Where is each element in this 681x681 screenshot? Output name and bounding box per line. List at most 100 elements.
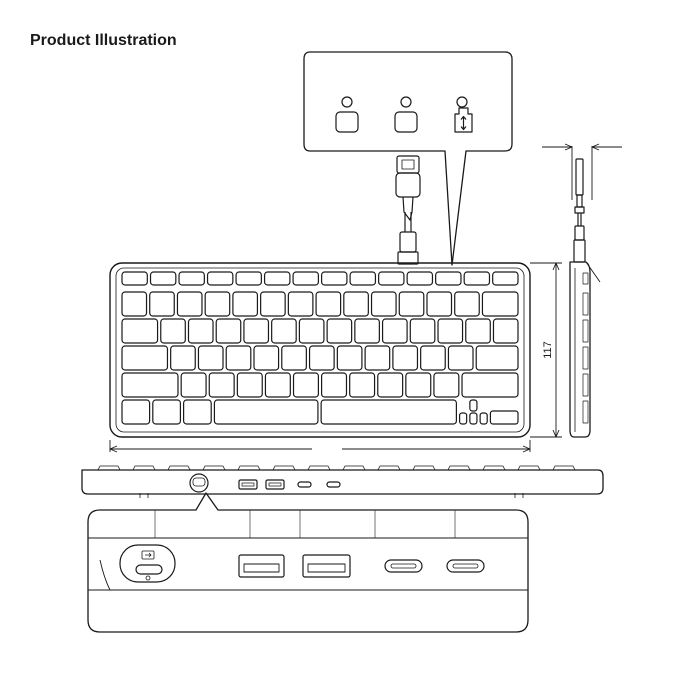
key <box>383 319 408 343</box>
key <box>462 373 518 397</box>
keyboard-keys <box>122 272 518 424</box>
key <box>153 400 181 424</box>
key <box>399 292 424 316</box>
key <box>122 319 158 343</box>
key <box>179 272 204 285</box>
key <box>150 292 175 316</box>
keyboard-rear-view <box>82 466 603 498</box>
key <box>177 292 202 316</box>
indicator-callout <box>304 52 512 265</box>
key <box>393 346 418 370</box>
key <box>322 272 347 285</box>
key <box>216 319 241 343</box>
key <box>410 319 435 343</box>
usb-cable <box>396 156 420 264</box>
key <box>466 319 491 343</box>
key <box>198 346 223 370</box>
key <box>321 400 456 424</box>
key <box>282 346 307 370</box>
key <box>407 272 432 285</box>
key <box>151 272 176 285</box>
key <box>226 346 251 370</box>
indicator-led-1 <box>336 97 358 132</box>
key <box>436 272 461 285</box>
power-switch[interactable] <box>120 545 175 582</box>
key <box>122 400 150 424</box>
arrow-key <box>470 413 477 424</box>
side-key-profile <box>583 273 588 284</box>
key <box>122 272 147 285</box>
usb-a-port-1[interactable] <box>239 555 284 577</box>
key <box>294 373 319 397</box>
width-dimension <box>110 440 530 452</box>
key <box>236 272 261 285</box>
depth-dimension <box>542 144 622 200</box>
side-key-profile <box>583 374 588 396</box>
key <box>188 319 213 343</box>
key <box>299 319 324 343</box>
key <box>406 373 431 397</box>
key <box>378 373 403 397</box>
key <box>171 346 196 370</box>
key <box>350 373 375 397</box>
arrow-key <box>480 413 487 424</box>
usb-c-port-2[interactable] <box>447 560 484 572</box>
side-view-keys <box>583 273 588 423</box>
key <box>379 272 404 285</box>
indicator-led-2 <box>395 97 417 132</box>
keyboard-side-view <box>570 159 600 437</box>
key <box>261 292 286 316</box>
key <box>265 272 290 285</box>
key <box>438 319 463 343</box>
key <box>214 400 318 424</box>
key <box>122 346 167 370</box>
usb-c-port-1[interactable] <box>385 560 422 572</box>
key <box>365 346 390 370</box>
key <box>327 319 352 343</box>
key <box>464 272 489 285</box>
key <box>421 346 446 370</box>
key <box>209 373 234 397</box>
key <box>310 346 335 370</box>
key <box>455 292 480 316</box>
arrow-key <box>490 411 518 424</box>
key <box>427 292 452 316</box>
key <box>493 319 518 343</box>
key <box>434 373 459 397</box>
key <box>208 272 233 285</box>
key <box>122 373 178 397</box>
key <box>184 400 212 424</box>
key <box>288 292 313 316</box>
key <box>355 319 380 343</box>
key <box>272 319 297 343</box>
arrow-key <box>460 413 467 424</box>
key <box>205 292 230 316</box>
keyboard-top-view <box>110 263 530 437</box>
side-key-profile <box>583 401 588 423</box>
key <box>337 346 362 370</box>
side-key-profile <box>583 293 588 315</box>
side-key-profile <box>583 320 588 342</box>
lock-icon <box>455 97 472 132</box>
key <box>181 373 206 397</box>
usb-a-port-2[interactable] <box>303 555 350 577</box>
key <box>122 292 147 316</box>
key <box>161 319 186 343</box>
key <box>372 292 397 316</box>
key <box>322 373 347 397</box>
key <box>254 346 279 370</box>
key <box>237 373 262 397</box>
key <box>493 272 518 285</box>
ports-callout <box>88 493 528 632</box>
key <box>244 319 269 343</box>
height-dimension-label: 117 <box>542 341 554 359</box>
key <box>482 292 518 316</box>
key <box>448 346 473 370</box>
side-key-profile <box>583 347 588 369</box>
key <box>476 346 518 370</box>
key <box>265 373 290 397</box>
arrow-key <box>470 400 477 411</box>
key <box>233 292 258 316</box>
key <box>293 272 318 285</box>
